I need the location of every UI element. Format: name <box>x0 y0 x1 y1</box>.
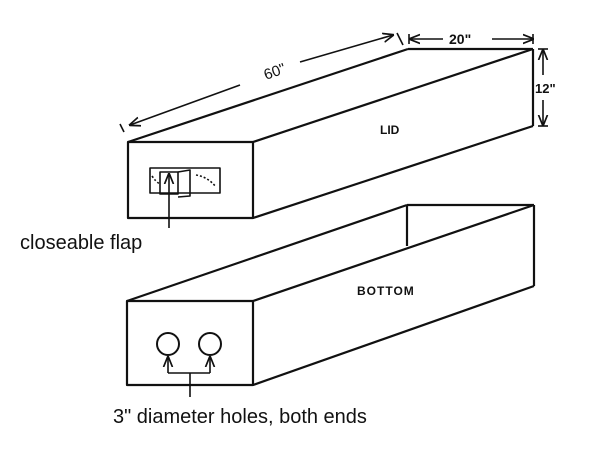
holes-pointer-arrow <box>168 357 210 397</box>
bottom-box <box>125 203 536 397</box>
dimension-length <box>119 32 404 133</box>
bottom-label: BOTTOM <box>357 284 415 298</box>
bottom-top-right-edge <box>252 203 535 303</box>
lid-box <box>126 47 535 228</box>
width-label: 20" <box>449 31 471 47</box>
height-label: 12" <box>535 81 556 96</box>
hole-right <box>198 332 222 356</box>
dimension-height <box>538 48 548 127</box>
dimension-width <box>408 34 533 44</box>
bottom-bottom-edge <box>252 284 535 387</box>
lid-bottom-edge <box>252 124 534 220</box>
bottom-top-left-edge <box>126 203 408 303</box>
flap-annotation: closeable flap <box>20 232 142 254</box>
closeable-flap <box>149 167 221 198</box>
holes-annotation: 3" diameter holes, both ends <box>113 406 367 428</box>
length-label: 60" <box>262 60 289 84</box>
hole-left <box>156 332 180 356</box>
lid-label: LID <box>380 123 400 137</box>
lid-front-face <box>126 140 255 220</box>
lid-top-left-edge <box>127 47 409 144</box>
lid-top-right-edge <box>252 47 534 144</box>
